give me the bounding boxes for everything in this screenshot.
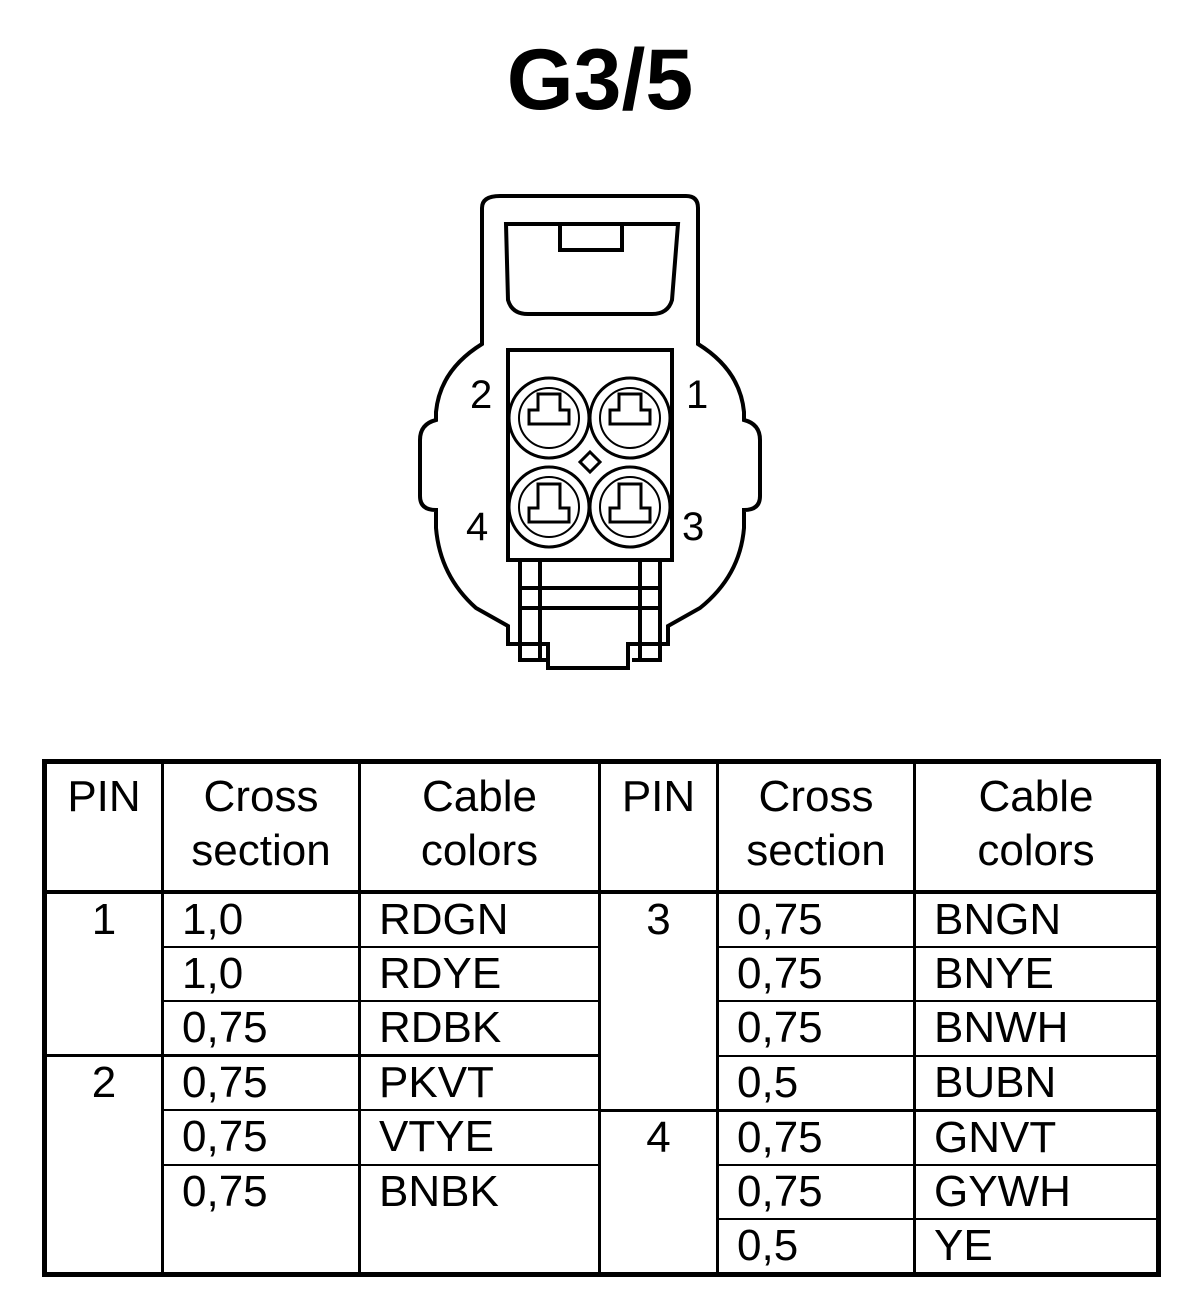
pin-3-socket — [588, 465, 672, 549]
table-row: 0,75 VTYE 4 0,75 GNVT — [45, 1108, 1159, 1274]
cross-section-cell: 0,75 — [161, 1000, 360, 1056]
cross-section-cell: 0,75 — [161, 1163, 360, 1219]
latch-tab — [558, 222, 624, 252]
cable-color-cell: RDYE — [358, 946, 600, 1001]
cross-section-cell — [161, 1218, 360, 1274]
cable-color-cell: RDBK — [358, 1000, 600, 1056]
cross-section-cell: 0,75 — [161, 1054, 360, 1110]
cross-section-cell: 0,5 — [716, 1217, 915, 1274]
cross-section-cell: 0,75 — [716, 1000, 915, 1056]
pin-label-1: 1 — [686, 373, 708, 417]
pin-number: 3 — [598, 892, 718, 1110]
cross-section-cell: 0,5 — [716, 1054, 915, 1110]
cross-section-cell: 0,75 — [161, 1109, 360, 1165]
table-row: 1,0 RDYE 0,75 BNYE — [45, 946, 1159, 1001]
cross-section-cell: 0,75 — [716, 1163, 915, 1219]
cable-color-cell: BNBK — [358, 1163, 600, 1219]
key-diamond — [577, 449, 603, 475]
pin-label-3: 3 — [682, 505, 704, 549]
pin-label-4: 4 — [466, 505, 488, 549]
cable-color-cell: BNGN — [913, 892, 1159, 947]
latch-opening — [503, 222, 681, 316]
cable-color-cell: VTYE — [358, 1109, 600, 1165]
table-row: 0,5 YE — [45, 1217, 1159, 1274]
cross-section-cell: 0,75 — [716, 892, 915, 947]
pin-2-socket — [507, 376, 591, 460]
cable-color-cell: BUBN — [913, 1054, 1159, 1110]
table-row: 1 1,0 RDGN 3 0,75 BNGN — [45, 892, 1159, 1110]
page-title: G3/5 — [506, 32, 694, 128]
cable-color-cell: BNYE — [913, 946, 1159, 1001]
cable-color-cell: GNVT — [913, 1108, 1159, 1165]
connector-housing — [418, 194, 762, 670]
table-row: 0,75 BNBK 0,75 GYWH — [45, 1163, 1159, 1219]
header-pin: PIN — [44, 761, 163, 894]
pin-number: 4 — [598, 1108, 718, 1274]
connector-diagram: 2 1 4 3 — [418, 194, 762, 670]
cable-color-cell: PKVT — [358, 1054, 600, 1110]
cable-color-cell — [358, 1218, 600, 1274]
cable-color-cell: BNWH — [913, 1000, 1159, 1056]
pin-label-2: 2 — [470, 373, 492, 417]
cross-section-cell: 1,0 — [161, 892, 360, 947]
pin-1-socket — [588, 376, 672, 460]
pin-4-socket — [507, 465, 591, 549]
pin-cavity — [506, 348, 674, 562]
pin-number: 2 — [44, 1054, 163, 1274]
cable-color-cell: GYWH — [913, 1163, 1159, 1219]
cross-section-cell: 1,0 — [161, 946, 360, 1001]
pin-number: 1 — [91, 895, 117, 944]
header-pin: PIN — [598, 761, 718, 894]
table-row: 0,75 RDBK 0,75 BNWH — [45, 1000, 1159, 1056]
cable-color-cell: RDGN — [358, 892, 600, 947]
cross-section-cell: 0,75 — [716, 1108, 915, 1165]
cable-color-cell: YE — [913, 1217, 1159, 1274]
table-row: 2 0,75 PKVT 0,5 BUBN — [44, 1054, 1159, 1274]
cross-section-cell: 0,75 — [716, 946, 915, 1001]
